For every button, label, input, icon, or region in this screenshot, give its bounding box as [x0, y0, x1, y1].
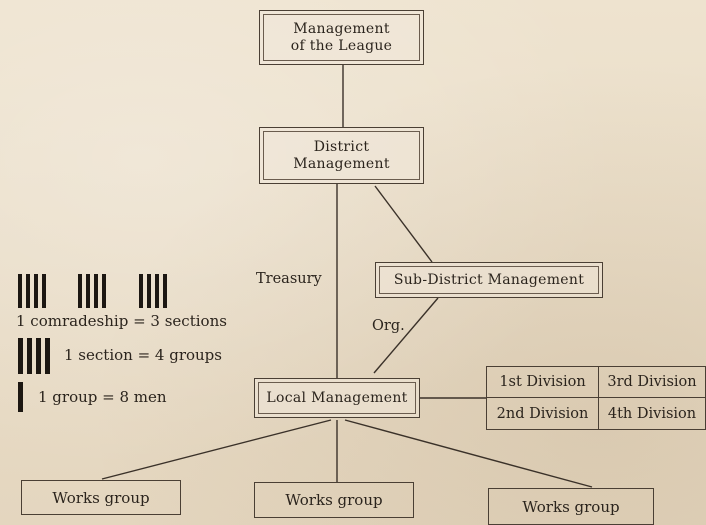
works-group-box: Works group	[21, 480, 181, 515]
division-cell: 3rd Division	[599, 367, 705, 398]
treasury-label: Treasury	[256, 271, 322, 287]
legend-comradeship-text: 1 comradeship = 3 sections	[16, 312, 227, 330]
edge-subdistrict-local	[373, 297, 439, 374]
edge-local-works-3	[344, 419, 593, 488]
org-label: Org.	[372, 318, 405, 334]
sub-district-management-box: Sub-District Management	[375, 262, 603, 298]
division-cell: 4th Division	[607, 405, 697, 422]
local-management-box: Local Management	[254, 378, 420, 418]
edge-local-works-1	[101, 419, 332, 480]
division-cell: 1st Division	[487, 367, 599, 398]
division-cell: 2nd Division	[487, 398, 599, 429]
district-management-box: District Management	[259, 127, 424, 184]
legend-section-text: 1 section = 4 groups	[64, 346, 222, 364]
edge-district-subdistrict	[374, 185, 433, 263]
legend-group-text: 1 group = 8 men	[38, 388, 167, 406]
divisions-table: 1st Division 3rd Division 2nd Division 4…	[486, 366, 706, 430]
works-group-box: Works group	[254, 482, 414, 518]
works-group-box: Works group	[488, 488, 654, 525]
league-management-box: Management of the League	[259, 10, 424, 65]
